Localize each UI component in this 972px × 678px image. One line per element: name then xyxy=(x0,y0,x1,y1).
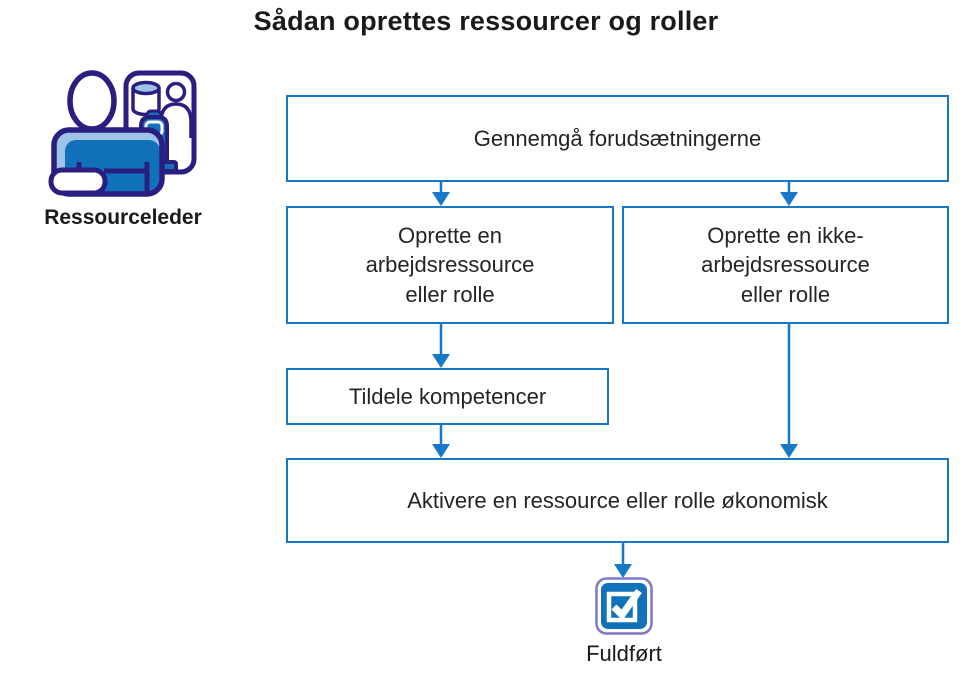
flow-step-nonwork-resource-label: Oprette en ikke- arbejdsressource eller … xyxy=(701,222,870,307)
actor-label: Ressourceleder xyxy=(44,206,202,229)
flow-step-competencies-label: Tildele kompetencer xyxy=(348,383,547,409)
flow-step-work-resource-label: Oprette en arbejdsressource eller rolle xyxy=(365,222,535,307)
flow-step-competencies: Tildele kompetencer xyxy=(286,368,609,425)
completed-label: Fuldført xyxy=(586,641,662,666)
arrow-nonwork-to-activate xyxy=(780,324,798,458)
flow-step-activate: Aktivere en ressource eller rolle økonom… xyxy=(286,458,949,543)
flow-step-nonwork-resource: Oprette en ikke- arbejdsressource eller … xyxy=(622,206,949,324)
resource-manager-icon xyxy=(48,70,197,197)
arrow-activate-to-completed xyxy=(614,543,632,578)
flow-step-prerequisites-label: Gennemgå forudsætningerne xyxy=(473,125,762,151)
flow-step-activate-label: Aktivere en ressource eller rolle økonom… xyxy=(407,487,828,513)
arrow-step1-to-nonwork xyxy=(780,182,798,206)
arrow-competencies-to-activate xyxy=(432,425,450,458)
flow-step-work-resource: Oprette en arbejdsressource eller rolle xyxy=(286,206,614,324)
arrow-work-to-competencies xyxy=(432,324,450,368)
checkbox-checked-icon xyxy=(595,577,653,635)
arrow-step1-to-work xyxy=(432,182,450,206)
page-title: Sådan oprettes ressourcer og roller xyxy=(253,6,719,36)
flow-step-prerequisites: Gennemgå forudsætningerne xyxy=(286,95,949,182)
